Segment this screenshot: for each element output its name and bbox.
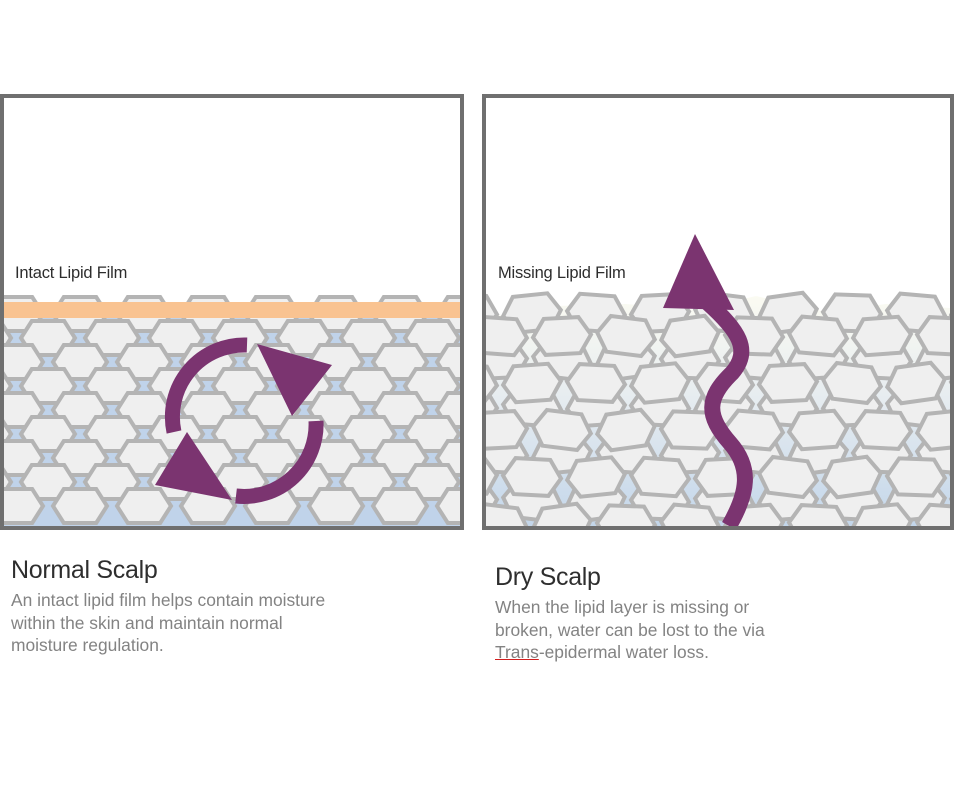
normal-scalp-title: Normal Scalp [11,556,158,584]
skin-cell [850,409,914,451]
skin-cell [820,360,884,406]
skin-cell [114,487,174,525]
skin-cell [486,364,500,403]
dry-scalp-caption: Dry Scalp When the lipid layer is missin… [495,563,795,664]
skin-cell [500,456,564,498]
skin-cell [914,502,950,526]
skin-cell [306,487,366,525]
skin-cell [564,362,628,404]
skin-cell [820,454,884,500]
skin-cell [370,487,430,525]
dry-desc-start: When the lipid layer is missing or broke… [495,597,765,640]
normal-scalp-panel: Intact Lipid Film [0,94,464,530]
dry-desc-underlined: Trans [495,642,539,663]
water-loss-arrow [663,234,753,526]
skin-cell [850,314,914,358]
cycle-arc-bottom [235,420,324,504]
skin-cell [884,360,948,406]
skin-cell [756,362,820,404]
normal-scalp-description: An intact lipid film helps contain moist… [11,590,326,656]
water-loss-wave [702,297,753,526]
skin-cell [530,407,594,453]
dry-scalp-title: Dry Scalp [495,563,601,591]
dry-scalp-description: When the lipid layer is missing or broke… [495,596,795,664]
skin-cell [486,409,530,451]
skin-cell [4,487,46,525]
lipid-film [4,302,460,318]
dry-scalp-panel: Missing Lipid Film [482,94,954,530]
skin-cell [786,503,850,526]
skin-cell [884,456,948,498]
skin-cell [532,501,594,526]
skin-cell [756,454,820,500]
skin-cell [564,455,628,499]
skin-cell [851,502,914,526]
skin-cell [594,503,658,526]
normal-scalp-caption: Normal Scalp An intact lipid film helps … [11,556,331,657]
skin-cell [786,408,850,452]
skin-cell [486,457,500,496]
cycle-arc-top [164,337,248,434]
skin-cell [914,315,950,357]
skin-cells [4,295,460,525]
dry-scalp-illustration [486,234,950,526]
skin-cell [658,502,721,526]
skin-cell [530,315,594,357]
missing-lipid-film-label: Missing Lipid Film [498,264,626,282]
skin-cell [628,361,692,405]
skin-cell [594,407,658,453]
skin-cell [486,502,529,526]
normal-scalp-illustration [4,295,460,526]
skin-cell [658,313,722,359]
skin-cell [50,487,110,525]
skin-cells [486,290,950,526]
cycle-arrowhead-top [257,344,332,416]
dry-desc-end: -epidermal water loss. [538,642,709,663]
moisture-cycle-arrows [155,337,332,504]
skin-cell [434,487,460,525]
skin-cell [594,313,658,359]
cycle-arrowhead-bottom [155,432,232,500]
skin-cell [786,314,850,358]
skin-cell [486,315,530,358]
skin-cell [500,361,564,405]
water-loss-arrowhead [663,234,734,310]
skin-cell [914,409,950,452]
skin-cell [628,455,692,499]
intact-lipid-film-label: Intact Lipid Film [15,264,128,282]
